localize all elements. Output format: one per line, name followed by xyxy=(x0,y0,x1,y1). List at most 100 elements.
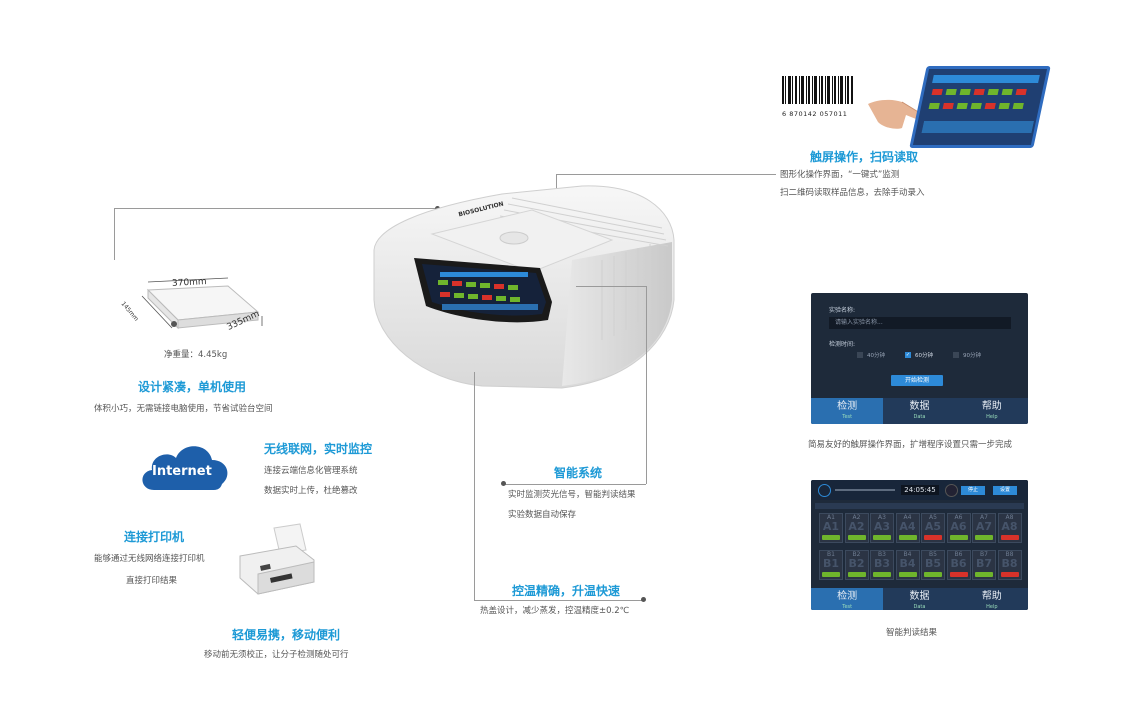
tab-sublabel: Help xyxy=(986,604,998,610)
experiment-name-label: 实验名称: xyxy=(829,307,856,314)
checkbox-icon xyxy=(857,352,863,358)
well-label: B7 xyxy=(980,551,988,558)
smart-desc-1: 实时监测荧光信号，智能判读结果 xyxy=(508,490,636,500)
barcode-bars xyxy=(782,76,853,104)
time-option-label: 90分钟 xyxy=(963,353,981,359)
connector-line xyxy=(504,484,646,485)
start-test-button[interactable]: 开始检测 xyxy=(891,375,943,386)
well-id: B8 xyxy=(1001,557,1018,570)
touch-desc-2: 扫二维码读取样品信息，去除手动录入 xyxy=(780,188,925,198)
smart-title: 智能系统 xyxy=(554,466,603,480)
tab-label: 帮助 xyxy=(981,591,1002,602)
result-indicator xyxy=(975,572,993,577)
compact-title: 设计紧凑，单机使用 xyxy=(138,380,247,394)
stop-button[interactable]: 停止 xyxy=(961,486,985,495)
wireless-desc-2: 数据实时上传，杜绝篡改 xyxy=(264,486,358,496)
well-label: A3 xyxy=(878,514,886,521)
checkbox-checked-icon: ✓ xyxy=(905,352,911,358)
result-indicator xyxy=(822,572,840,577)
result-indicator xyxy=(873,535,891,540)
time-option-label: 60分钟 xyxy=(915,353,933,359)
well-id: B6 xyxy=(950,557,967,570)
time-option-60[interactable]: ✓ 60分钟 xyxy=(905,351,933,359)
result-indicator xyxy=(949,535,968,540)
well-label: A8 xyxy=(1005,514,1014,521)
compact-desc: 体积小巧，无需链接电脑使用，节省试验台空间 xyxy=(94,404,273,414)
settings-button[interactable]: 设置 xyxy=(993,486,1017,495)
well-id: B2 xyxy=(848,557,865,570)
connector-dot xyxy=(501,481,506,486)
cloud-icon: Internet xyxy=(136,438,234,494)
well-label: B1 xyxy=(827,551,835,558)
tab-sublabel: Help xyxy=(986,414,998,420)
result-indicator xyxy=(924,535,942,540)
portable-desc: 移动前无须校正，让分子检测随处可行 xyxy=(204,650,349,660)
tab-label: 数据 xyxy=(909,591,930,602)
temp-title: 控温精确，升温快速 xyxy=(512,584,621,598)
well-label: A1 xyxy=(827,514,835,521)
well-label: A6 xyxy=(954,514,963,521)
well-id: A3 xyxy=(873,520,891,533)
time-option-90[interactable]: 90分钟 xyxy=(953,351,981,359)
setup-screen: 实验名称: 请输入实验名称... 检测时间: 40分钟 ✓ 60分钟 90分钟 … xyxy=(811,293,1028,424)
well-id: B1 xyxy=(822,557,840,570)
tab-sublabel: Test xyxy=(842,604,853,610)
power-icon[interactable] xyxy=(818,484,831,497)
connector-line xyxy=(646,286,647,484)
well-label: B8 xyxy=(1005,551,1014,558)
smart-desc-2: 实验数据自动保存 xyxy=(508,510,577,520)
dim-length: 370mm xyxy=(171,277,207,289)
cloud-label: Internet xyxy=(152,464,212,479)
well-id: A2 xyxy=(848,520,865,533)
timer-display: 24:05:45 xyxy=(901,485,939,495)
temp-desc: 热盖设计，减少蒸发，控温精度±0.2℃ xyxy=(480,606,630,616)
well-label: B5 xyxy=(929,551,937,558)
tab-sublabel: Data xyxy=(913,414,926,420)
well-id: A6 xyxy=(950,520,967,533)
result-indicator xyxy=(898,535,917,540)
well-label: A4 xyxy=(903,514,912,521)
checkbox-icon xyxy=(953,352,959,358)
result-indicator xyxy=(822,535,840,540)
device-image: BIOSOLUTION xyxy=(362,180,682,390)
touch-title: 触屏操作，扫码读取 xyxy=(810,150,919,164)
time-option-40[interactable]: 40分钟 xyxy=(857,351,885,359)
wireless-title: 无线联网，实时监控 xyxy=(264,442,373,456)
well-id: A5 xyxy=(924,520,942,533)
tab-help[interactable]: 帮助 Help xyxy=(956,588,1028,610)
printer-desc-2: 直接打印结果 xyxy=(126,576,178,586)
record-icon[interactable] xyxy=(945,484,958,497)
experiment-name-input[interactable]: 请输入实验名称... xyxy=(829,317,1011,329)
touch-desc-1: 图形化操作界面，“一键式”监测 xyxy=(780,170,900,180)
wireless-desc-1: 连接云端信息化管理系统 xyxy=(264,466,358,476)
printer-image xyxy=(230,520,320,600)
barcode: 6 870142 057011 xyxy=(782,76,854,118)
well-label: A5 xyxy=(929,514,937,521)
well-id: B5 xyxy=(924,557,942,570)
connector-line xyxy=(114,208,115,260)
result-indicator xyxy=(924,572,942,577)
